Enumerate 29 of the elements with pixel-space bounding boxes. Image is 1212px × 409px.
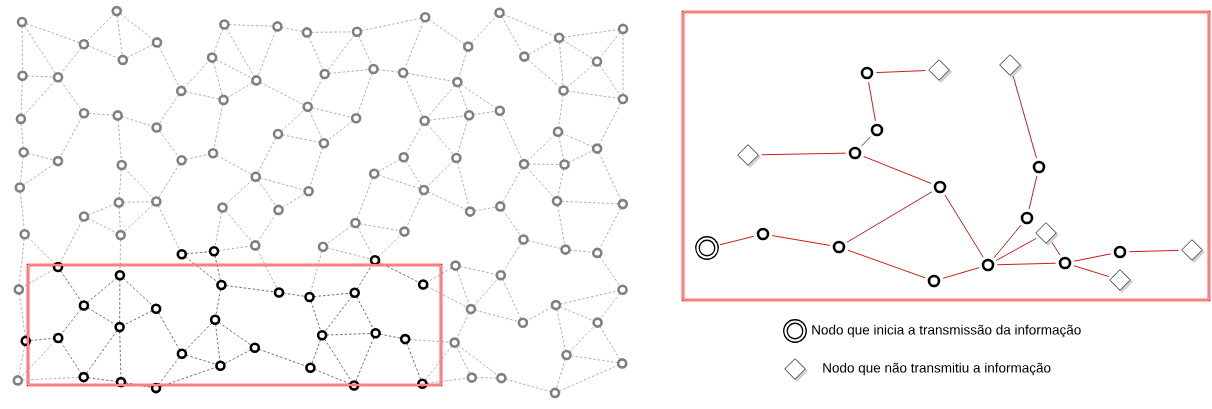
node-diamond [928, 59, 952, 83]
node-diamond [737, 144, 761, 168]
connector-line [995, 237, 1037, 261]
connector-line [1051, 241, 1061, 256]
connector-line [1073, 265, 1110, 277]
connector-line [996, 262, 1057, 266]
connector-line [771, 235, 831, 246]
node-diamond [999, 54, 1023, 78]
node-diamond [1109, 269, 1133, 293]
connector-line [847, 249, 926, 279]
connector-line [993, 224, 1022, 259]
node-diamond [1035, 222, 1059, 246]
connector-line [1073, 253, 1112, 262]
start-node-circle [695, 236, 719, 260]
legend-text: Nodo que não transmitiu a informação [823, 362, 1051, 376]
connector-line [875, 70, 926, 74]
connector-line [761, 152, 847, 156]
node-diamond [1181, 239, 1205, 263]
legend-text: Nodo que inicia a transmissão da informação [812, 324, 1081, 338]
connector-line [942, 267, 980, 279]
connector-line [846, 191, 933, 243]
connector-line [863, 156, 932, 184]
connector-line [944, 194, 984, 258]
connector-line [868, 81, 876, 122]
connector-line [1128, 249, 1179, 253]
connector-line [1012, 76, 1037, 159]
connector-line [860, 136, 872, 147]
connector-line [1028, 175, 1038, 210]
connector-line [719, 235, 755, 246]
